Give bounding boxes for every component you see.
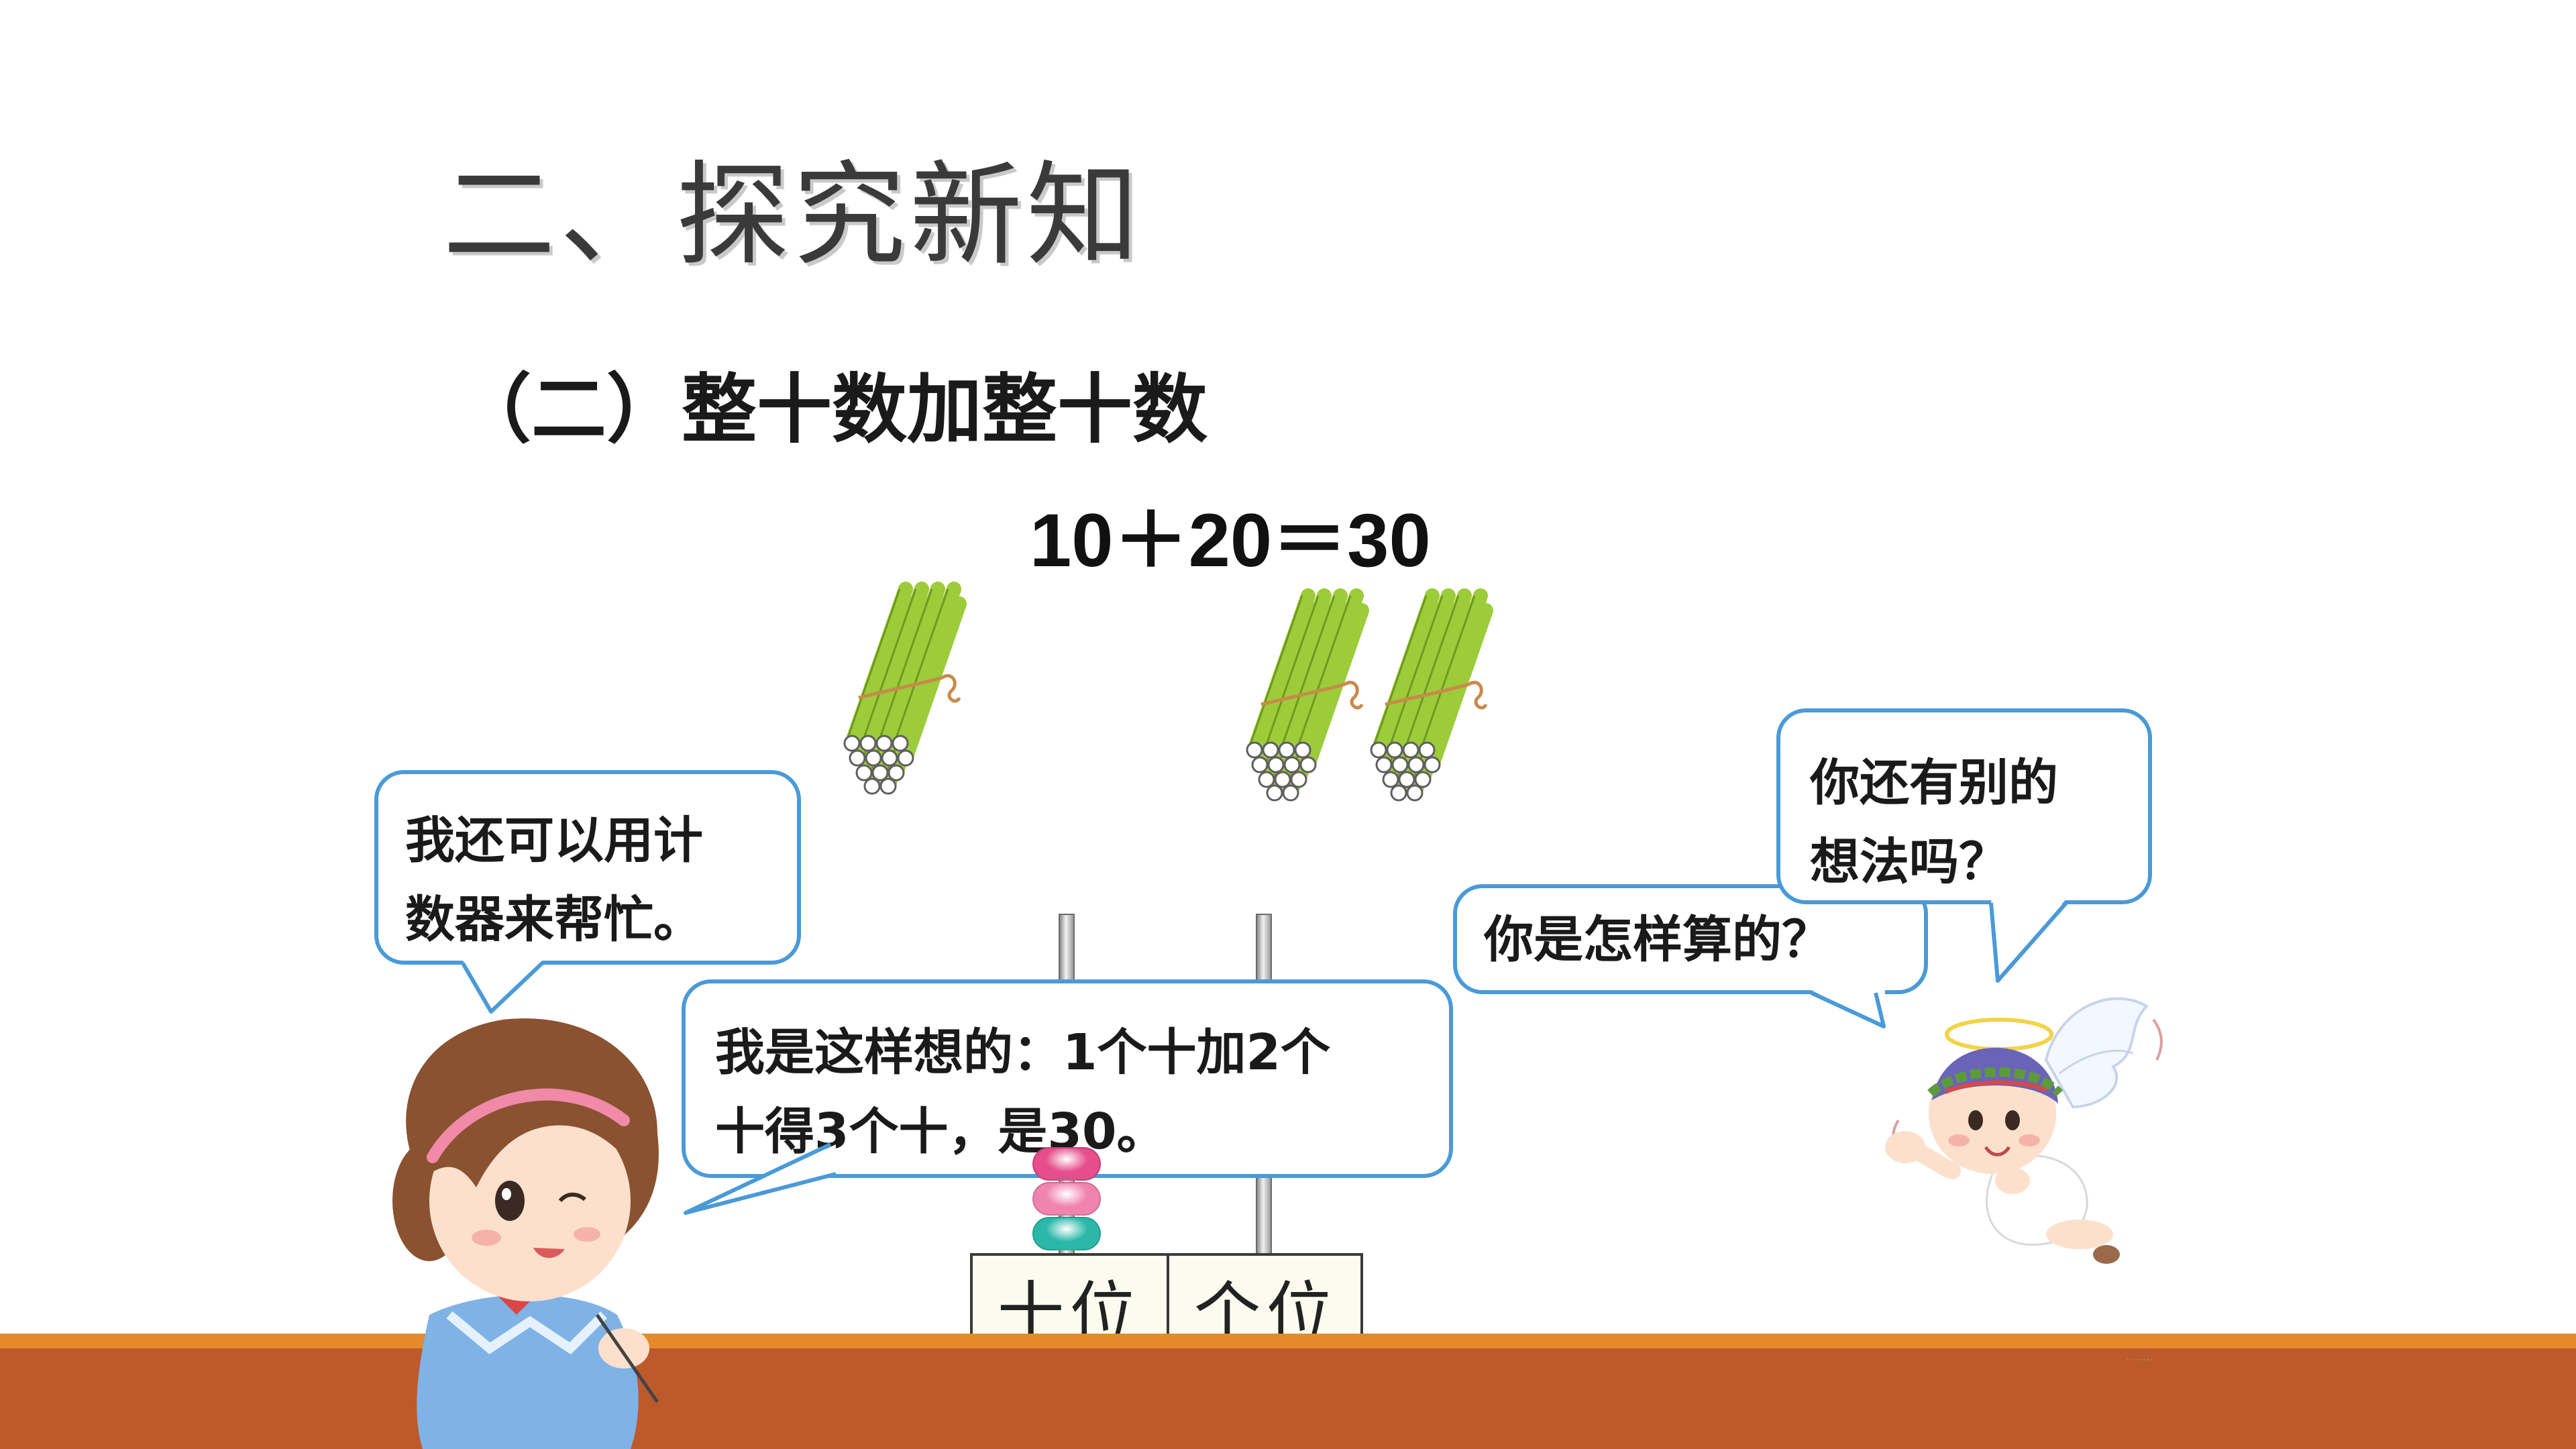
stick-end xyxy=(859,735,877,752)
stick-end xyxy=(888,764,905,782)
stick-end xyxy=(1414,771,1432,788)
speech-text-angel-how: 你是怎样算的？ xyxy=(1484,911,1831,969)
stick-end xyxy=(1258,771,1275,788)
stick xyxy=(877,582,945,751)
stick-edge xyxy=(1279,595,1336,751)
stick-edge xyxy=(1403,595,1460,751)
stick xyxy=(845,582,913,751)
speech-bubble-girl-thinking: 我是这样想的：1个十加2个 十得3个十，是30。 xyxy=(682,979,1453,1178)
stick-edge xyxy=(1295,595,1352,751)
tens-bead xyxy=(1032,1217,1101,1250)
stick xyxy=(1403,588,1472,757)
stick xyxy=(1419,588,1488,757)
speech-text-angel-other: 你还有别的 想法吗？ xyxy=(1810,754,2058,891)
stick-end xyxy=(1267,756,1285,773)
stick-end xyxy=(1246,741,1263,759)
angel-character xyxy=(1885,997,2163,1264)
stick-end xyxy=(1283,756,1301,773)
stick-end xyxy=(865,749,882,767)
stick-end xyxy=(897,749,914,767)
speech-text-girl-counter: 我还可以用计 数器来帮忙。 xyxy=(405,812,703,949)
stick-edge xyxy=(1371,595,1428,751)
speech-text-girl-thinking: 我是这样想的：1个十加2个 十得3个十，是30。 xyxy=(715,1024,1330,1161)
stick-end xyxy=(881,749,898,767)
stick-end xyxy=(1274,771,1291,788)
stick xyxy=(1263,588,1332,757)
stick-end xyxy=(849,749,866,767)
girl-character xyxy=(392,1018,659,1449)
stick-end xyxy=(1390,784,1407,802)
stick-edge xyxy=(893,588,949,744)
stick xyxy=(861,582,929,751)
footer-credit: · · · · · · · · xyxy=(2127,1357,2153,1363)
stick-end xyxy=(855,764,873,782)
bundle-of-ten-left xyxy=(843,582,967,795)
section-subtitle: （二）整十数加整十数 xyxy=(456,366,1208,453)
stick-end xyxy=(1424,756,1441,773)
stick-end xyxy=(1370,741,1387,759)
slide-title: 二、探究新知 xyxy=(443,150,1143,281)
stick-end xyxy=(1407,756,1425,773)
equation: 10＋20＝30 xyxy=(1030,498,1431,582)
stick-end xyxy=(1294,741,1311,759)
bundle-string xyxy=(1385,681,1488,710)
stick xyxy=(1371,588,1440,757)
stick-end xyxy=(1278,741,1295,759)
speech-tail-angel-how xyxy=(1810,990,1886,1028)
stick-end xyxy=(1282,784,1299,802)
stick-edge xyxy=(1263,595,1320,751)
stick-end xyxy=(871,764,889,782)
tens-bead xyxy=(1032,1147,1101,1181)
speech-bubble-angel-how: 你是怎样算的？ xyxy=(1453,884,1928,994)
bundle-graphic-right-2 xyxy=(1370,588,1493,802)
stick-end xyxy=(1299,756,1317,773)
stick-end xyxy=(843,735,861,752)
stick-end xyxy=(1262,741,1279,759)
stick-edge xyxy=(861,588,917,744)
stick xyxy=(1279,588,1348,757)
stick xyxy=(1295,588,1364,757)
abacus-divider xyxy=(1167,1256,1169,1358)
stick-end xyxy=(1402,741,1419,759)
stick-end xyxy=(863,777,881,795)
stick-edge xyxy=(1419,595,1476,751)
speech-tail-girl-counter xyxy=(461,961,544,1014)
stick-end xyxy=(1418,741,1436,759)
stick-edge xyxy=(845,588,901,744)
stick-end xyxy=(1251,756,1269,773)
stick xyxy=(1247,588,1316,757)
stick-end xyxy=(1375,756,1393,773)
bundle-of-ten-right-1 xyxy=(1246,588,1369,802)
bundle-string xyxy=(858,674,961,703)
bundle-graphic-left xyxy=(843,582,967,795)
stick xyxy=(1387,588,1456,757)
stick-end xyxy=(879,777,897,795)
stick-end xyxy=(875,735,893,752)
speech-bubble-angel-other: 你还有别的 想法吗？ xyxy=(1776,708,2152,904)
bundle-string xyxy=(1260,681,1364,710)
stick-end xyxy=(1386,741,1403,759)
stick-end xyxy=(1290,771,1307,788)
bundle-of-ten-right-2 xyxy=(1370,588,1493,802)
stick-end xyxy=(1391,756,1409,773)
stick-end xyxy=(1266,784,1283,802)
stick-edge xyxy=(1387,595,1444,751)
stick-end xyxy=(1406,784,1424,802)
stick xyxy=(893,582,961,751)
speech-bubble-girl-counter: 我还可以用计 数器来帮忙。 xyxy=(374,770,801,965)
stick-end xyxy=(892,735,909,752)
stick-end xyxy=(1382,771,1399,788)
speech-tail-angel-other xyxy=(1989,899,2068,983)
stick-edge xyxy=(877,588,933,744)
bundle-graphic-right-1 xyxy=(1246,588,1369,802)
stick-edge xyxy=(1247,595,1303,751)
speech-tail-girl-thinking xyxy=(684,1142,837,1215)
stick-end xyxy=(1398,771,1415,788)
tens-bead xyxy=(1032,1182,1101,1216)
